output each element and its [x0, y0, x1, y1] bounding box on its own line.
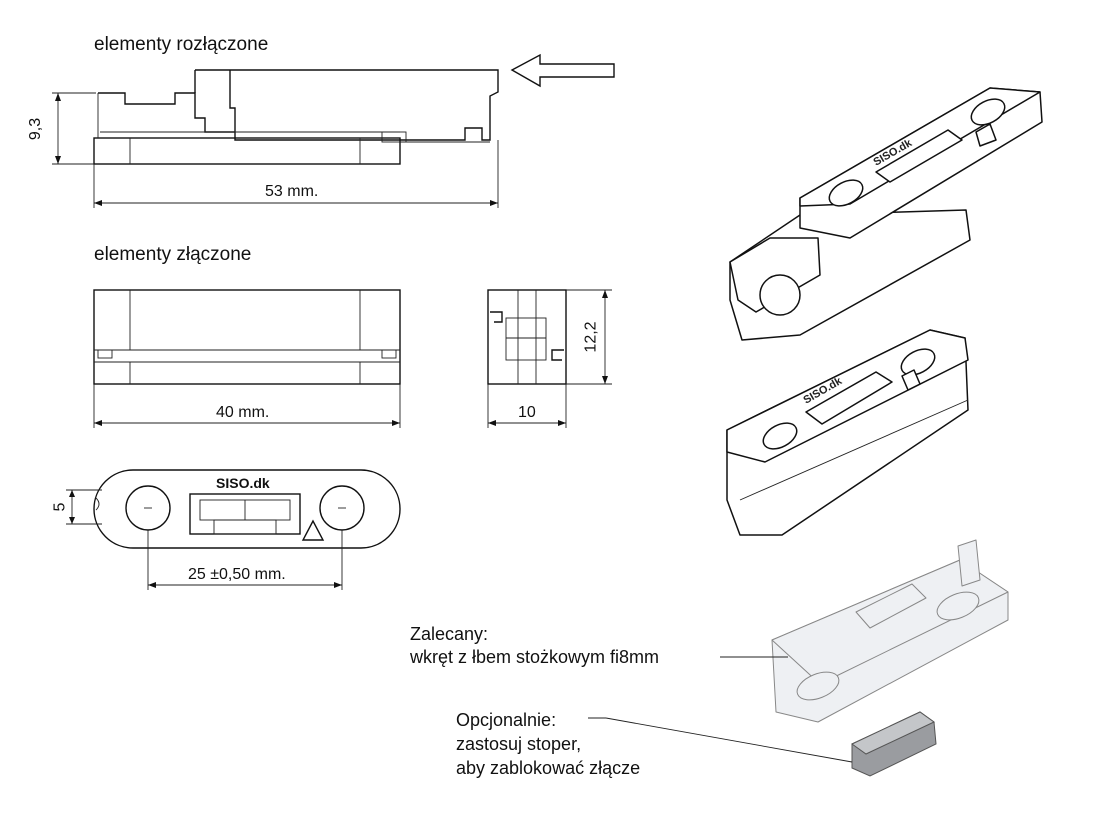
dimension-height-joined: 12,2	[582, 321, 600, 353]
isometric-separated-render	[729, 87, 1043, 341]
dimension-lines-length-separated	[93, 140, 499, 208]
leader-line-optional-diagonal	[605, 717, 853, 763]
note-recommended-text: wkręt z łbem stożkowym fi8mm	[410, 647, 660, 667]
label-separated: elementy rozłączone	[94, 34, 269, 55]
note-optional-line1: zastosuj stoper,	[456, 734, 582, 754]
dimension-length-separated: 53 mm.	[265, 183, 319, 200]
plan-view	[93, 469, 401, 549]
gray-part-render	[771, 539, 1009, 723]
dimension-lines-hole-spacing	[147, 530, 343, 590]
engraving-plan-view: SISO.dk	[216, 475, 270, 491]
joined-end-view	[487, 289, 567, 385]
dimension-lines-slot-offset	[66, 489, 102, 525]
joined-side-view	[93, 289, 401, 385]
dimension-width-joined: 10	[518, 404, 536, 421]
dimension-lines-height-separated	[52, 92, 96, 165]
stopper-render	[851, 711, 937, 777]
label-joined: elementy złączone	[94, 244, 252, 265]
dimension-lines-width-joined	[487, 384, 567, 428]
note-recommended-title: Zalecany:	[410, 624, 489, 644]
dimension-height-separated: 9,3	[27, 117, 45, 141]
note-optional-line2: aby zablokować złącze	[456, 758, 641, 778]
dimension-lines-length-joined	[93, 384, 401, 428]
dimension-hole-spacing: 25 ±0,50 mm.	[188, 566, 286, 583]
dimension-lines-height-joined	[566, 289, 612, 385]
dimension-length-joined: 40 mm.	[216, 404, 270, 421]
arrow-left-icon	[510, 53, 615, 88]
separated-side-view	[93, 69, 499, 165]
dimension-slot-offset: 5	[51, 502, 69, 512]
recycle-icon	[301, 519, 325, 541]
isometric-joined-render	[726, 329, 969, 536]
note-optional-title: Opcjonalnie:	[456, 710, 557, 730]
